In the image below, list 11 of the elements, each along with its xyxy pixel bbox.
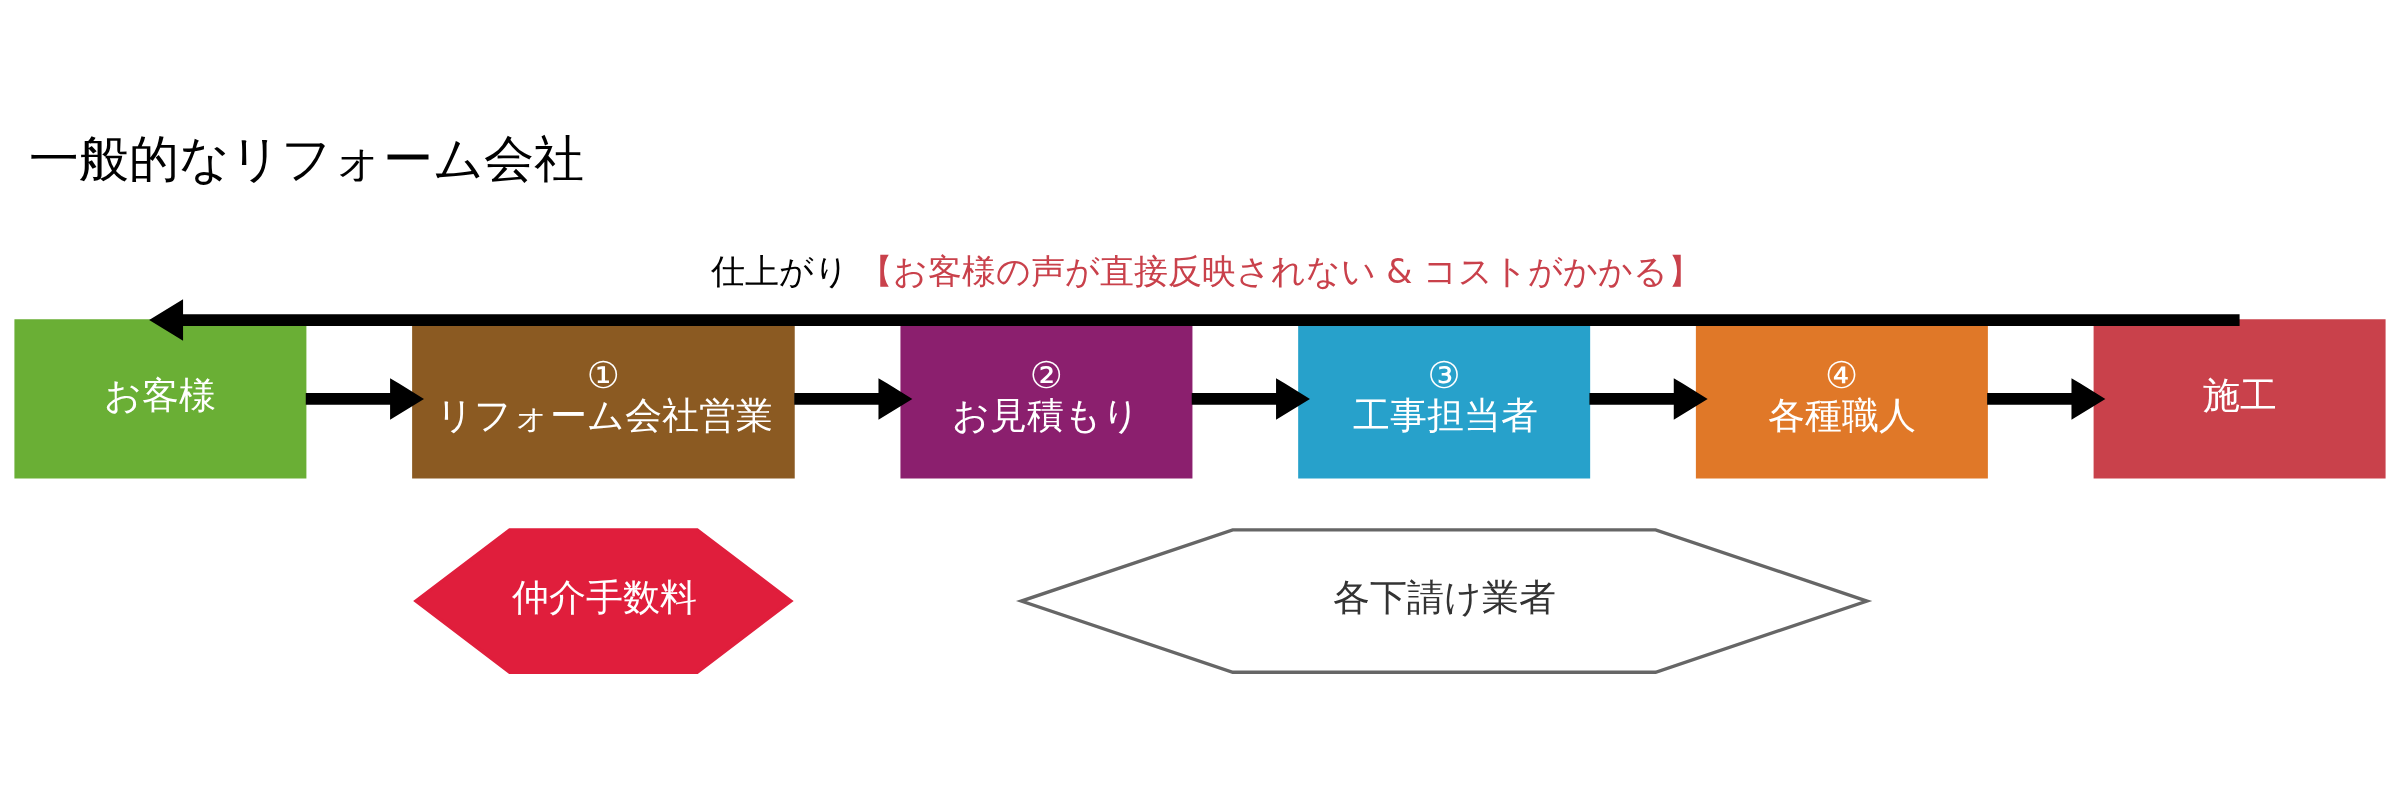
diagram-title: 一般的なリフォーム会社	[28, 128, 584, 188]
arrow	[149, 298, 2240, 341]
arrow	[305, 377, 424, 420]
arrow	[1589, 377, 1708, 420]
label: 【お客様の声が直接反映されない & コストがかかる】	[858, 251, 1702, 291]
edge-label: 仕上がり	[710, 251, 849, 291]
node-box: 施工	[2093, 318, 2386, 479]
arrow	[794, 377, 913, 420]
arrow	[1987, 377, 2106, 420]
node-box: お客様	[14, 318, 307, 479]
arrow	[1191, 377, 1310, 420]
